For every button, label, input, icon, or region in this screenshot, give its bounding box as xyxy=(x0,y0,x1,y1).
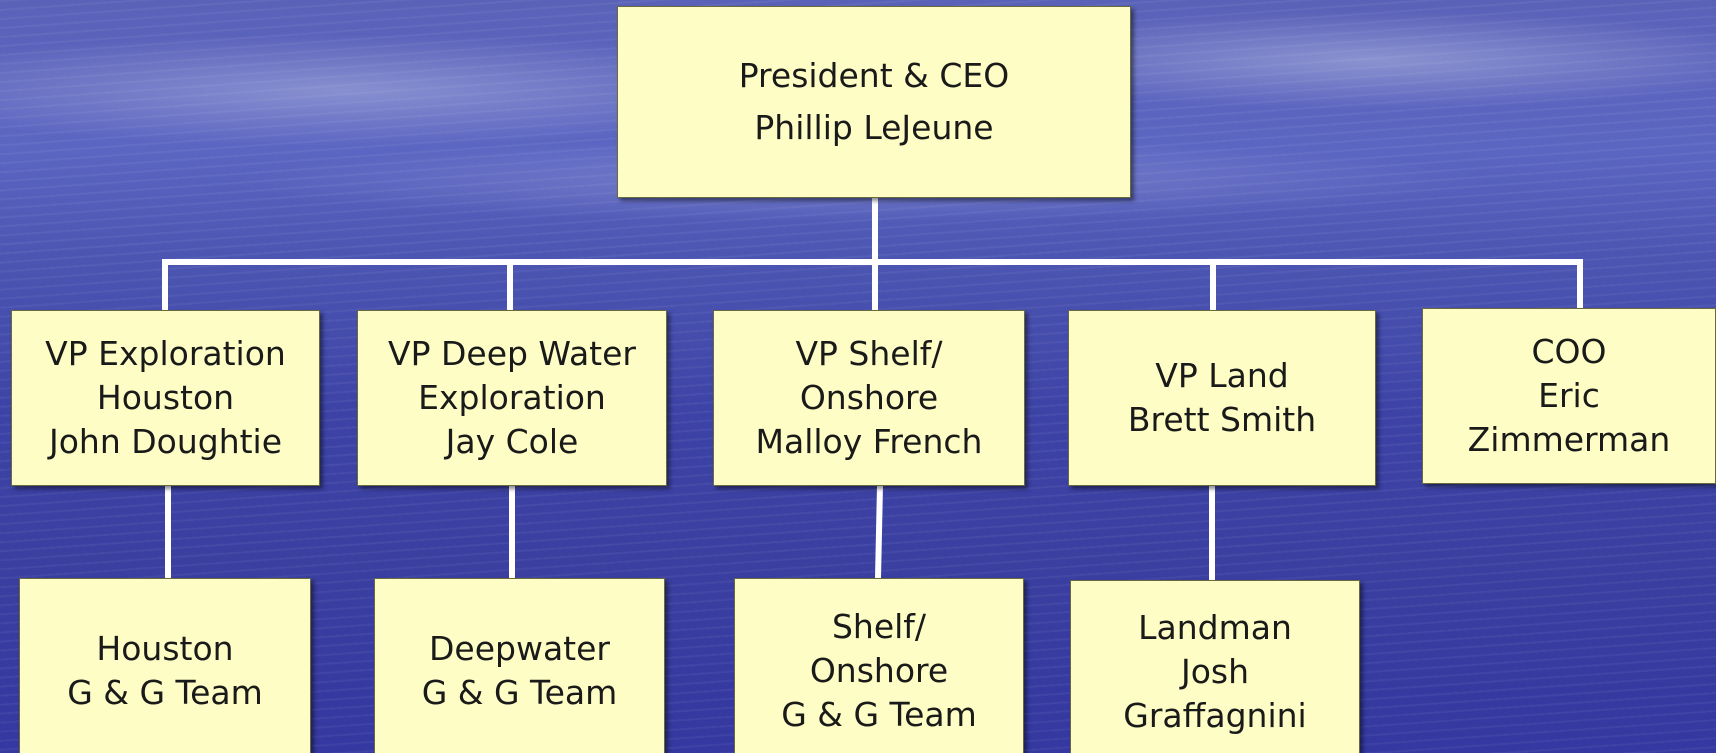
node-shelf-onshore-gg-team: Shelf/ Onshore G & G Team xyxy=(734,578,1024,753)
node-line: VP Deep Water xyxy=(388,334,636,373)
node-line: Shelf/ xyxy=(831,606,927,646)
node-line: Houston xyxy=(96,378,235,417)
node-line: VP Shelf/ xyxy=(795,334,943,373)
node-houston-gg-team: Houston G & G Team xyxy=(19,578,311,753)
node-president-ceo: President & CEO Phillip LeJeune xyxy=(617,6,1131,198)
node-vp-deep-water-exploration: VP Deep Water Exploration Jay Cole xyxy=(357,310,667,486)
node-line: VP Land xyxy=(1155,356,1289,395)
node-president-ceo-name: Phillip LeJeune xyxy=(754,108,994,147)
node-line: John Doughtie xyxy=(48,422,283,461)
node-line: G & G Team xyxy=(421,672,618,712)
node-line: Eric xyxy=(1538,376,1600,415)
node-coo: COO Eric Zimmerman xyxy=(1422,308,1716,484)
node-line: Deepwater xyxy=(429,628,610,668)
node-vp-land: VP Land Brett Smith xyxy=(1068,310,1376,486)
node-line: Brett Smith xyxy=(1127,400,1317,439)
node-line: Malloy French xyxy=(755,422,983,461)
node-line: Onshore xyxy=(809,650,949,690)
node-president-ceo-title: President & CEO xyxy=(738,56,1010,95)
node-line: Houston xyxy=(96,628,234,668)
node-line: Exploration xyxy=(418,378,606,417)
node-landman: Landman Josh Graffagnini xyxy=(1070,580,1360,753)
node-line: Landman xyxy=(1138,607,1292,647)
node-vp-shelf-onshore: VP Shelf/ Onshore Malloy French xyxy=(713,310,1025,486)
node-vp-exploration-houston: VP Exploration Houston John Doughtie xyxy=(11,310,320,486)
node-line: Onshore xyxy=(799,378,939,417)
node-line: Zimmerman xyxy=(1467,420,1671,459)
node-line: Jay Cole xyxy=(445,422,579,461)
node-line: G & G Team xyxy=(67,672,263,712)
node-line: Josh xyxy=(1180,651,1250,691)
node-line: VP Exploration xyxy=(45,334,286,373)
node-line: Graffagnini xyxy=(1123,695,1307,735)
connector-to-shelf-team xyxy=(874,482,884,582)
node-deepwater-gg-team: Deepwater G & G Team xyxy=(374,578,665,753)
node-line: G & G Team xyxy=(781,694,977,734)
node-line: COO xyxy=(1531,332,1607,371)
